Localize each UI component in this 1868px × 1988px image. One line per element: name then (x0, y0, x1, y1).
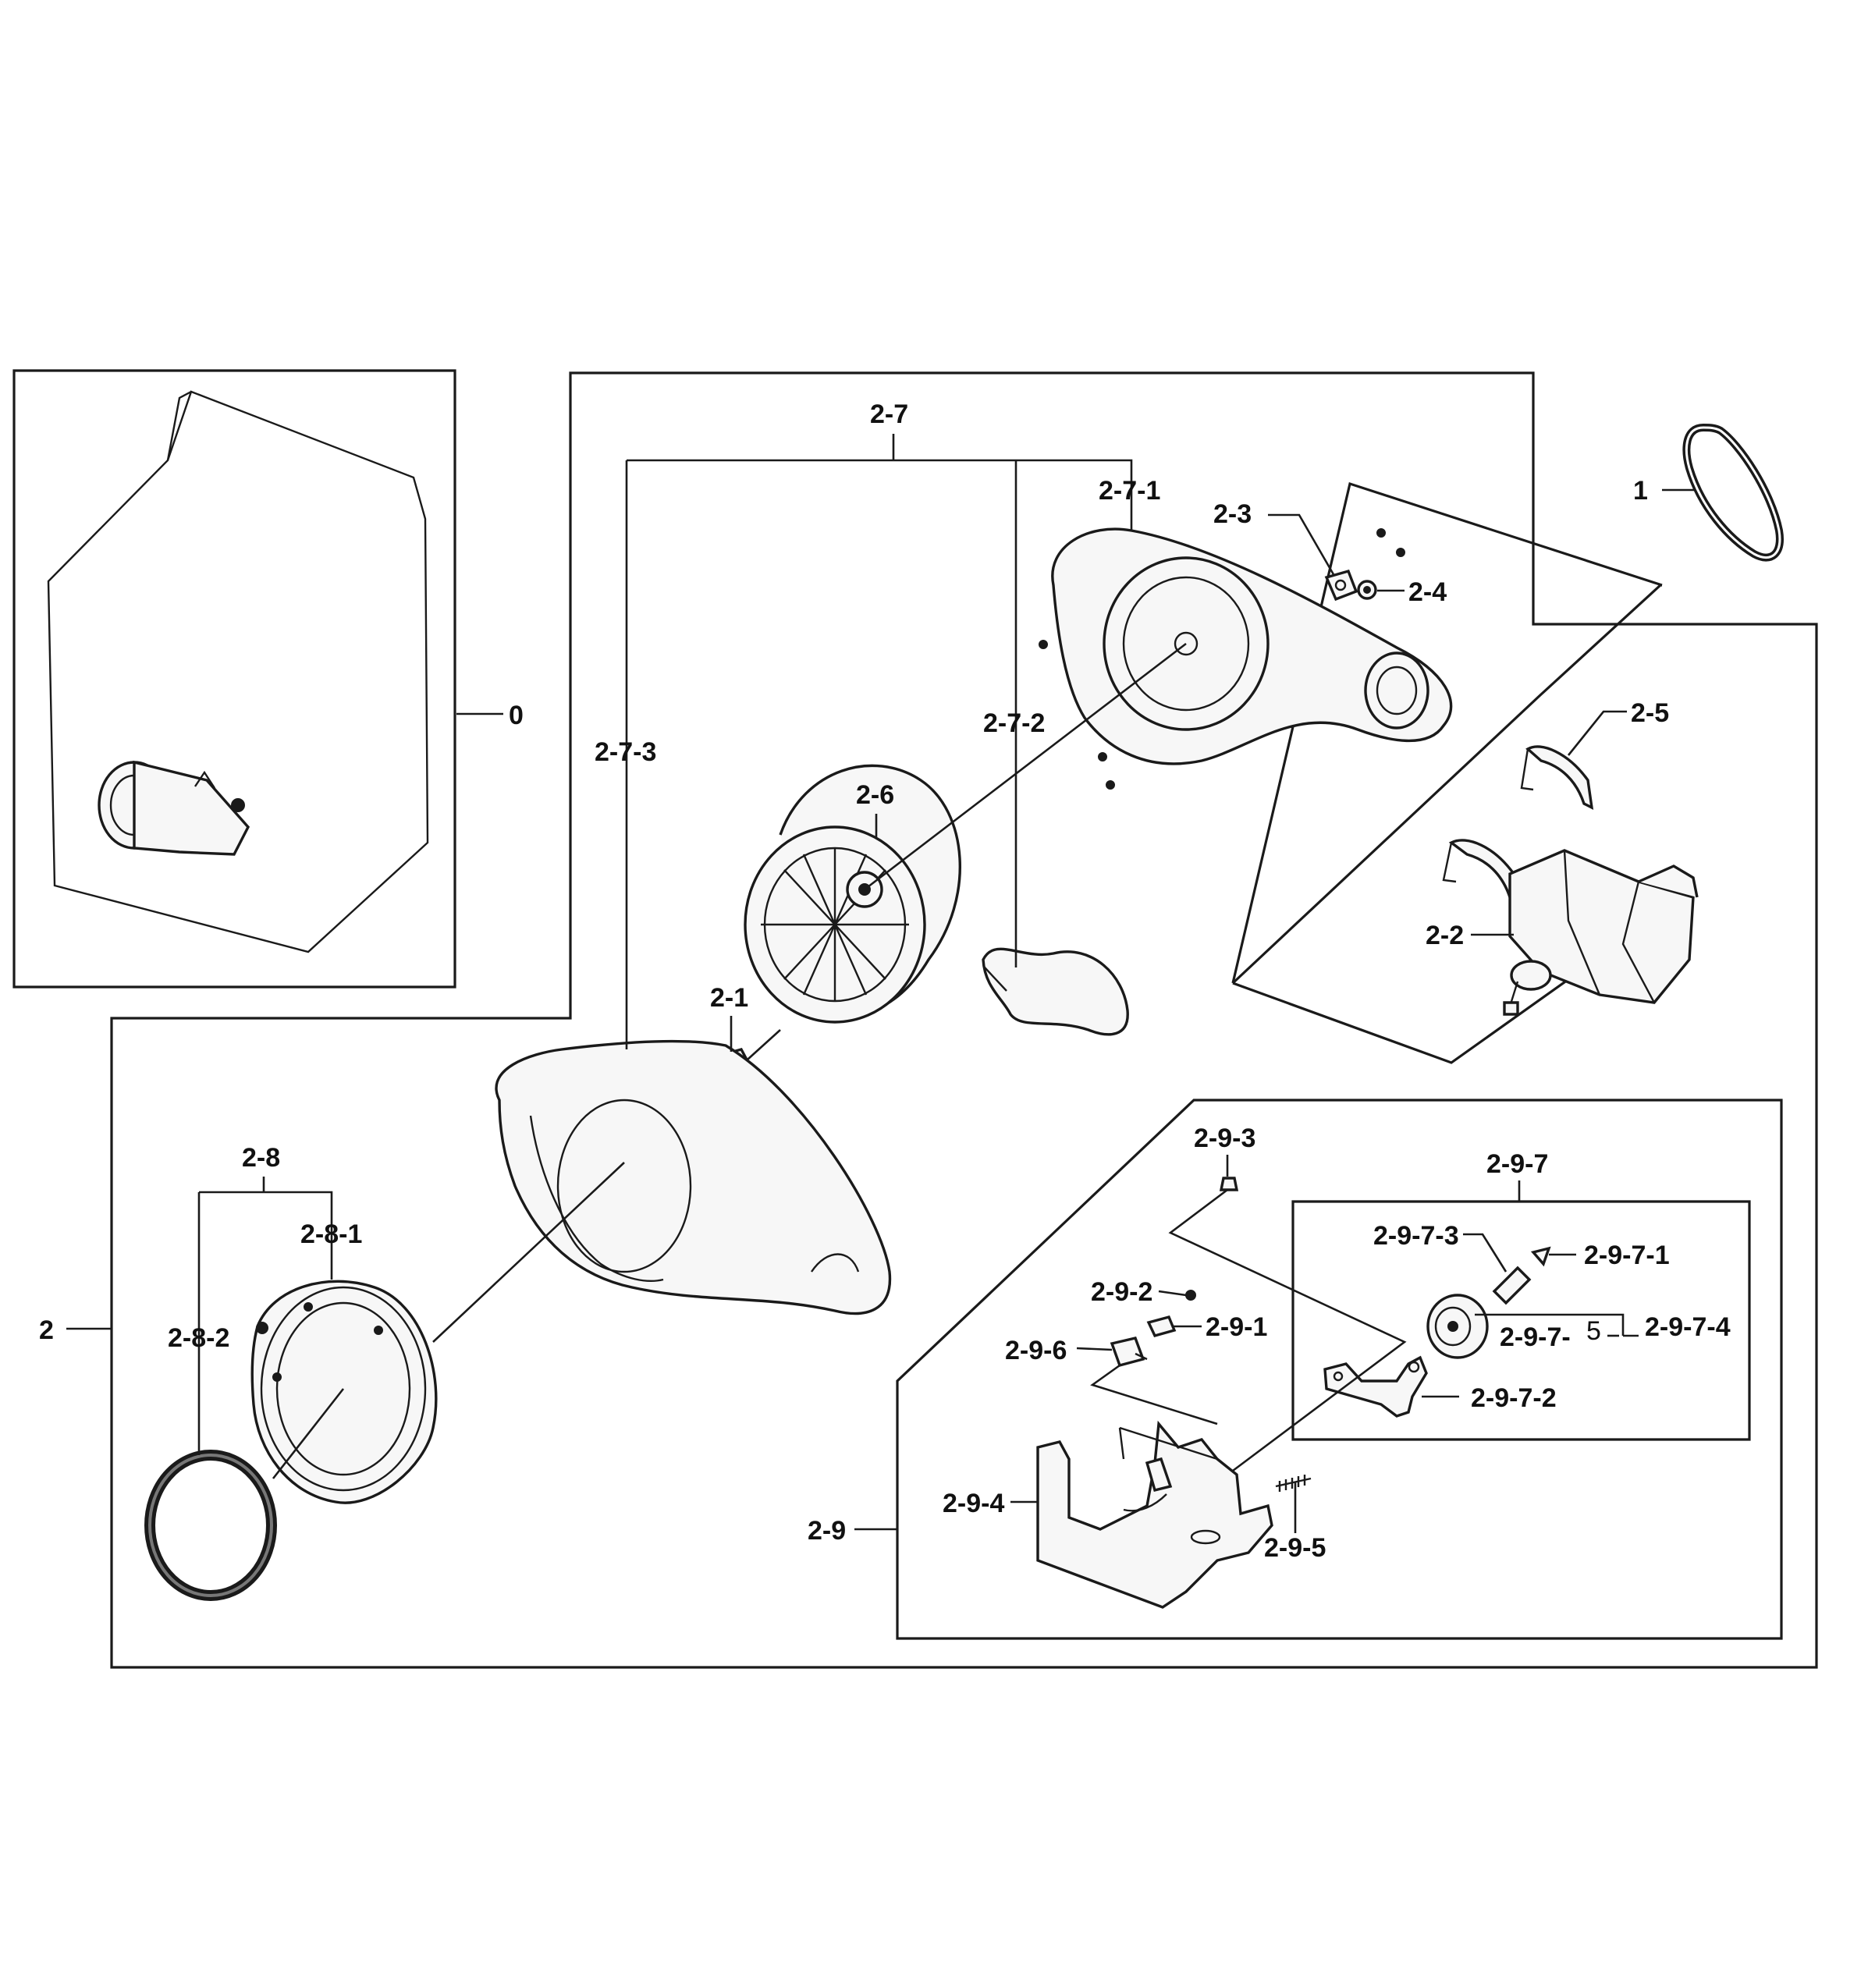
label-2-9-7-2: 2-9-7-2 (1471, 1383, 1557, 1413)
switch-screw (1185, 1290, 1196, 1301)
label-2-9-7-5-prefix: 2-9-7- (1500, 1322, 1571, 1352)
label-2-7-1: 2-7-1 (1099, 476, 1160, 506)
label-2-9-1: 2-9-1 (1206, 1312, 1267, 1342)
label-2-9-5: 2-9-5 (1264, 1533, 1326, 1563)
blower-housing-rear (1051, 527, 1453, 765)
nut-part (1357, 580, 1377, 600)
blower-wheel (744, 764, 961, 1024)
label-2-9: 2-9 (808, 1516, 846, 1546)
label-2-9-4: 2-9-4 (943, 1489, 1004, 1518)
overview-blower-housing (98, 760, 250, 856)
label-2-1: 2-1 (710, 983, 748, 1013)
housing-screws (1039, 528, 1405, 790)
micro-switch (1110, 1337, 1148, 1368)
label-2-9-2: 2-9-2 (1091, 1277, 1152, 1307)
label-2-4: 2-4 (1408, 577, 1447, 607)
label-2-9-7-1: 2-9-7-1 (1584, 1241, 1670, 1270)
label-2: 2 (39, 1315, 54, 1345)
label-1: 1 (1633, 476, 1648, 506)
label-2-9-7: 2-9-7 (1486, 1149, 1548, 1179)
label-2-7: 2-7 (870, 399, 908, 429)
bracket-screw (1219, 1177, 1239, 1191)
label-2-7-3: 2-7-3 (595, 737, 656, 767)
blower-seal (982, 947, 1129, 1036)
dryer-cabinet-outline (47, 390, 429, 953)
label-2-9-6: 2-9-6 (1005, 1336, 1067, 1365)
label-0: 0 (509, 701, 524, 730)
duct-gasket (144, 1450, 277, 1601)
bearing-part (1324, 569, 1358, 602)
label-2-8: 2-8 (242, 1143, 280, 1173)
drive-belt (1682, 423, 1784, 562)
label-2-9-7-3: 2-9-7-3 (1373, 1221, 1459, 1251)
label-2-3: 2-3 (1213, 499, 1252, 529)
label-2-2: 2-2 (1426, 921, 1464, 950)
callout-labels: 0 1 2 2-1 2-2 2-3 2-4 2-5 2-6 2-7 2-7-1 … (39, 399, 1731, 1563)
label-2-8-2: 2-8-2 (168, 1323, 229, 1353)
leader-lines (66, 434, 1695, 1533)
frame-idler-assembly (1291, 1200, 1751, 1441)
switch-clip (1146, 1315, 1177, 1338)
label-2-7-2: 2-7-2 (983, 708, 1045, 738)
blower-housing-front (495, 1039, 892, 1315)
idler-pulley (1426, 1294, 1489, 1359)
frame-overview (12, 369, 456, 989)
idler-spring (1275, 1475, 1312, 1492)
motor-clamp-upper (1520, 745, 1594, 810)
frame-main-assembly (110, 371, 1818, 1669)
idler-clip (1530, 1246, 1551, 1267)
idler-shaft (1492, 1266, 1532, 1305)
motor-mount-bracket (1036, 1420, 1273, 1609)
label-2-8-1: 2-8-1 (300, 1219, 362, 1249)
motor-clamp-lower (1442, 839, 1520, 903)
label-2-9-3: 2-9-3 (1194, 1124, 1255, 1153)
label-2-6: 2-6 (856, 780, 894, 810)
idler-arm (1323, 1355, 1428, 1418)
label-2-9-7-4: 2-9-7-4 (1645, 1312, 1731, 1342)
label-2-5: 2-5 (1631, 698, 1669, 728)
label-2-9-7-5-suffix: 5 (1586, 1316, 1601, 1346)
drive-motor (1503, 849, 1699, 1016)
frame-bracket-assembly (896, 1099, 1783, 1640)
